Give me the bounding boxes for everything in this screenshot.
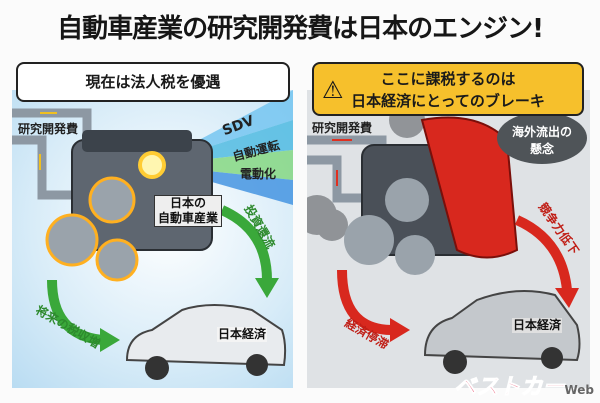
pipe-label: 研究開発費 [312,121,373,135]
engine-plate: 日本の 自動車産業 [154,195,222,227]
car-label: 日本経済 [512,318,562,333]
gears-icon [344,178,435,275]
gears-icon [45,176,139,282]
cloud-icon [497,112,587,164]
left-panel: 研究開発費 SDV 自動運転 電動化 日本の 自動車産業 投資還流 将来の税収増… [12,90,293,388]
engine-plate-line: 自動車産業 [157,211,218,225]
cloud-text-line: 懸念 [529,142,554,156]
cloud-text: 海外流出の 懸念 [510,123,574,157]
engine-plate-line: 日本の [169,196,206,210]
cloud-text-line: 海外流出の [511,125,572,139]
green-arrows [47,205,272,345]
right-callout: ⚠ ここに課税するのは 日本経済にとってのブレーキ [312,62,584,116]
brake-caliper-icon [420,116,519,259]
watermark-suffix: Web [564,383,594,397]
red-arrows [337,215,572,335]
brand-watermark: ベストカーWeb [453,369,594,401]
car-icon [125,304,287,380]
ray-label-electrification: 電動化 [240,167,277,181]
pipe-label: 研究開発費 [18,122,79,136]
spark-icon [138,151,166,179]
watermark-brand: ベストカー [453,375,565,401]
pipes-icon [12,108,92,200]
car-icon [423,290,581,374]
right-callout-line: 日本経済にとってのブレーキ [351,92,545,110]
right-panel: 研究開発費 海外流出の 懸念 競争力低下 経済停滞 日本経済 [307,90,590,388]
warning-triangle-icon: ⚠ [322,76,344,104]
right-callout-line: ここに課税するのは [380,70,516,88]
car-label: 日本経済 [217,327,267,342]
page-title: 自動車産業の研究開発費は日本のエンジン! [57,14,544,44]
left-callout: 現在は法人税を優遇 [16,62,290,102]
